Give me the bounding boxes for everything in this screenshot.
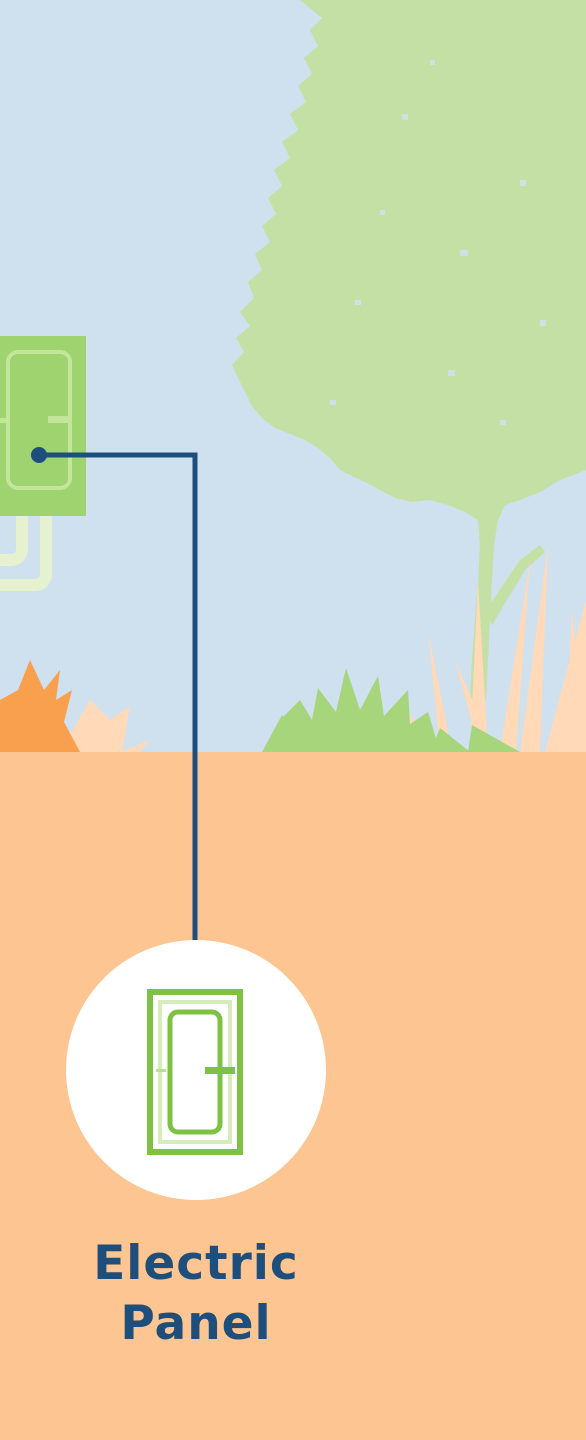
callout-label-line1: Electric bbox=[93, 1236, 299, 1291]
callout-label-line2: Panel bbox=[120, 1296, 272, 1351]
house-panel-icon bbox=[0, 336, 86, 516]
tree-icon bbox=[232, 0, 586, 700]
electric-panel-icon bbox=[147, 989, 243, 1155]
conduit-lines bbox=[0, 515, 52, 591]
connector-dot bbox=[31, 447, 47, 463]
shrub bbox=[262, 668, 520, 752]
grass-left bbox=[0, 660, 150, 752]
callout-badge bbox=[66, 940, 326, 1200]
connector-line bbox=[39, 452, 198, 950]
